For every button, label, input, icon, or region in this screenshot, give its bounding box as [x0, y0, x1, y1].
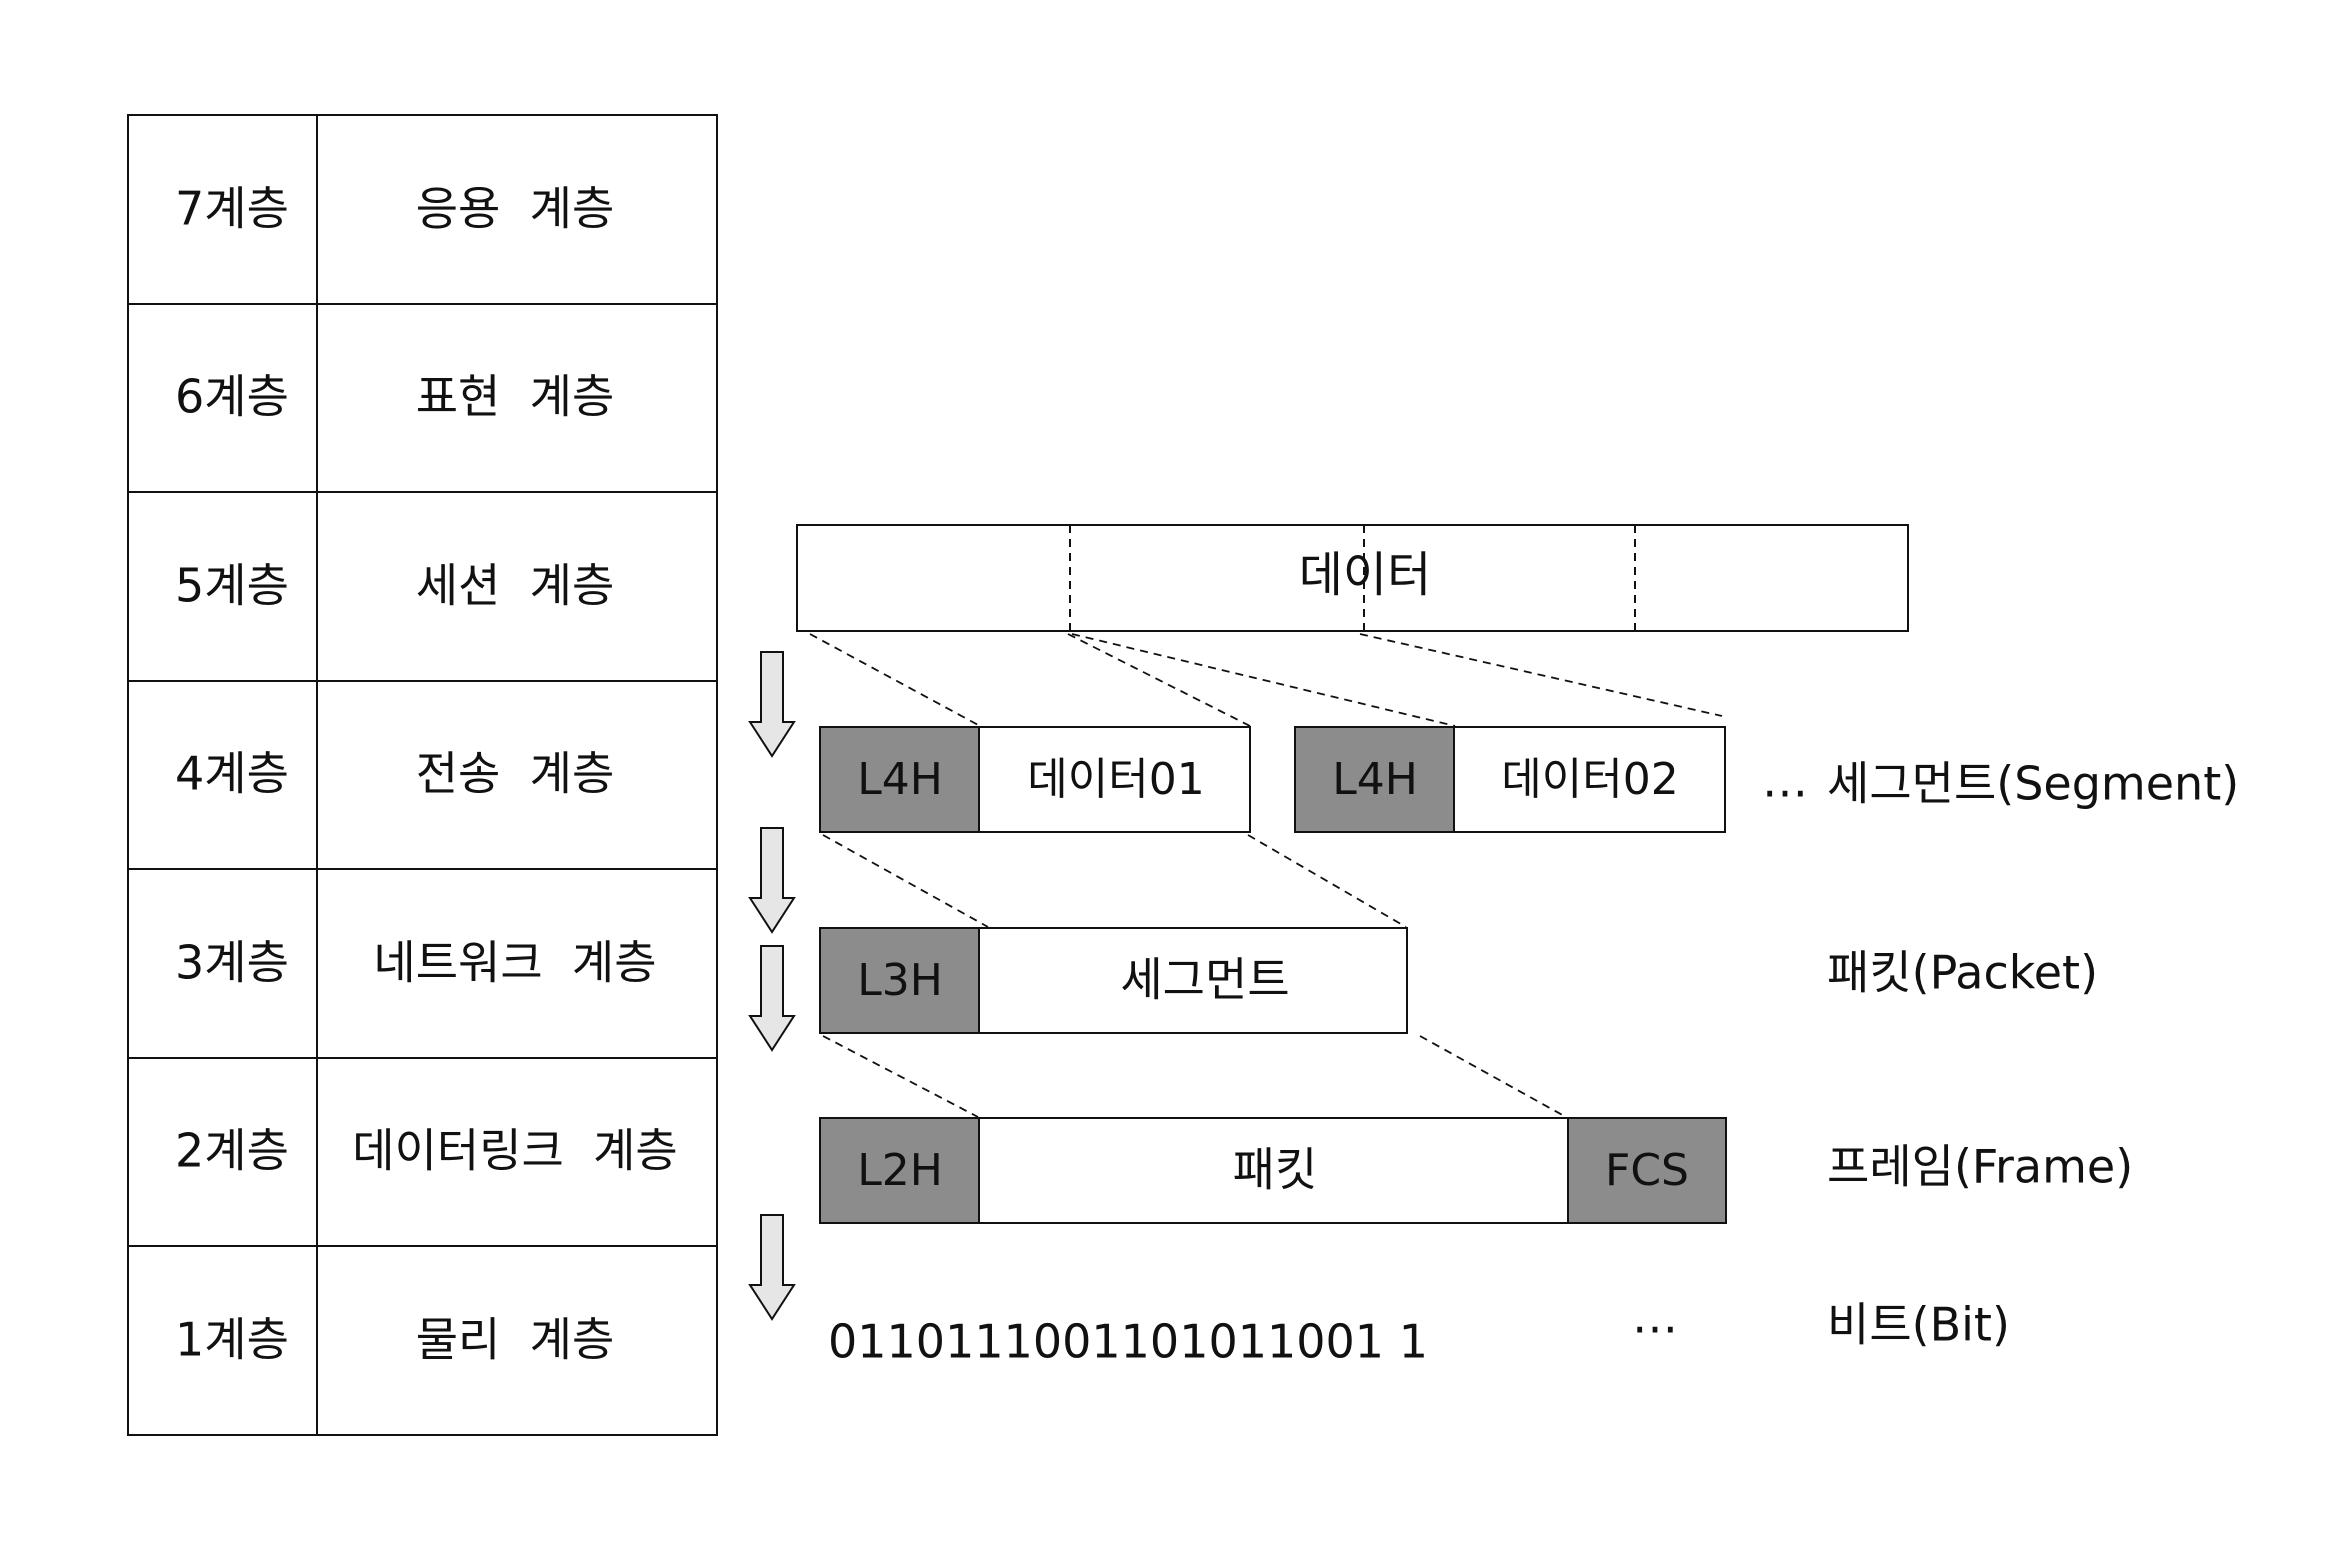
frame-payload-label: 패킷: [1233, 1143, 1318, 1197]
layer-name: 표현 계층: [416, 370, 615, 424]
frame: L2H 패킷 FCS: [819, 1117, 1727, 1224]
packet: L3H 세그먼트: [819, 927, 1408, 1034]
frame-unit-label: 프레임(Frame): [1827, 1140, 2133, 1194]
layer-number: 2계층: [175, 1124, 289, 1178]
layer-name: 데이터링크 계층: [352, 1124, 677, 1178]
segment-ellipsis: …: [1762, 754, 1808, 808]
connector-segment-to-packet: [822, 834, 1407, 928]
packet-header-label: L3H: [857, 955, 943, 1006]
layer-number: 3계층: [175, 936, 289, 990]
data-block-label: 데이터: [1299, 547, 1431, 603]
layer-row-5: 5계층 세션 계층: [175, 559, 614, 613]
bit-stream: 0110111001101011001 1: [828, 1315, 1428, 1369]
connector-data-to-segments: [809, 633, 1723, 727]
down-arrow-icon: [748, 1214, 796, 1321]
layer-name: 물리 계층: [416, 1313, 615, 1367]
down-arrow-icon: [748, 827, 796, 934]
frame-header-label: L2H: [857, 1145, 943, 1196]
layer-row-7: 7계층 응용 계층: [175, 182, 614, 236]
layer-number: 5계층: [175, 559, 289, 613]
segment-1: L4H 데이터01: [819, 726, 1251, 833]
layer-number: 7계층: [175, 182, 289, 236]
down-arrow-icon: [748, 945, 796, 1052]
bit-unit-label: 비트(Bit): [1827, 1298, 2010, 1352]
layer-row-1: 1계층 물리 계층: [175, 1313, 614, 1367]
frame-trailer-label: FCS: [1605, 1145, 1689, 1196]
layer-number: 6계층: [175, 370, 289, 424]
layer-row-6: 6계층 표현 계층: [175, 370, 614, 424]
layer-name: 네트워크 계층: [373, 936, 656, 990]
layer-name: 전송 계층: [416, 747, 615, 801]
osi-layer-table: [127, 114, 718, 1436]
segment-unit-label: 세그먼트(Segment): [1827, 757, 2239, 811]
segment-payload-label: 데이터01: [1027, 754, 1204, 805]
layer-row-3: 3계층 네트워크 계층: [175, 936, 657, 990]
packet-payload-label: 세그먼트: [1120, 953, 1289, 1007]
layer-row-2: 2계층 데이터링크 계층: [175, 1124, 678, 1178]
down-arrow-icon: [748, 651, 796, 758]
layer-name: 응용 계층: [416, 182, 615, 236]
segment-2: L4H 데이터02: [1294, 726, 1726, 833]
layer-row-4: 4계층 전송 계층: [175, 747, 614, 801]
layer-name: 세션 계층: [416, 559, 615, 613]
data-block: 데이터: [796, 524, 1909, 632]
layer-number: 1계층: [175, 1313, 289, 1367]
segment-payload-label: 데이터02: [1501, 754, 1678, 805]
bit-ellipsis: …: [1632, 1290, 1678, 1344]
segment-header-label: L4H: [1332, 754, 1418, 805]
connector-packet-to-frame: [822, 1035, 1567, 1118]
layer-number: 4계층: [175, 747, 289, 801]
segment-header-label: L4H: [857, 754, 943, 805]
packet-unit-label: 패킷(Packet): [1827, 946, 2098, 1000]
